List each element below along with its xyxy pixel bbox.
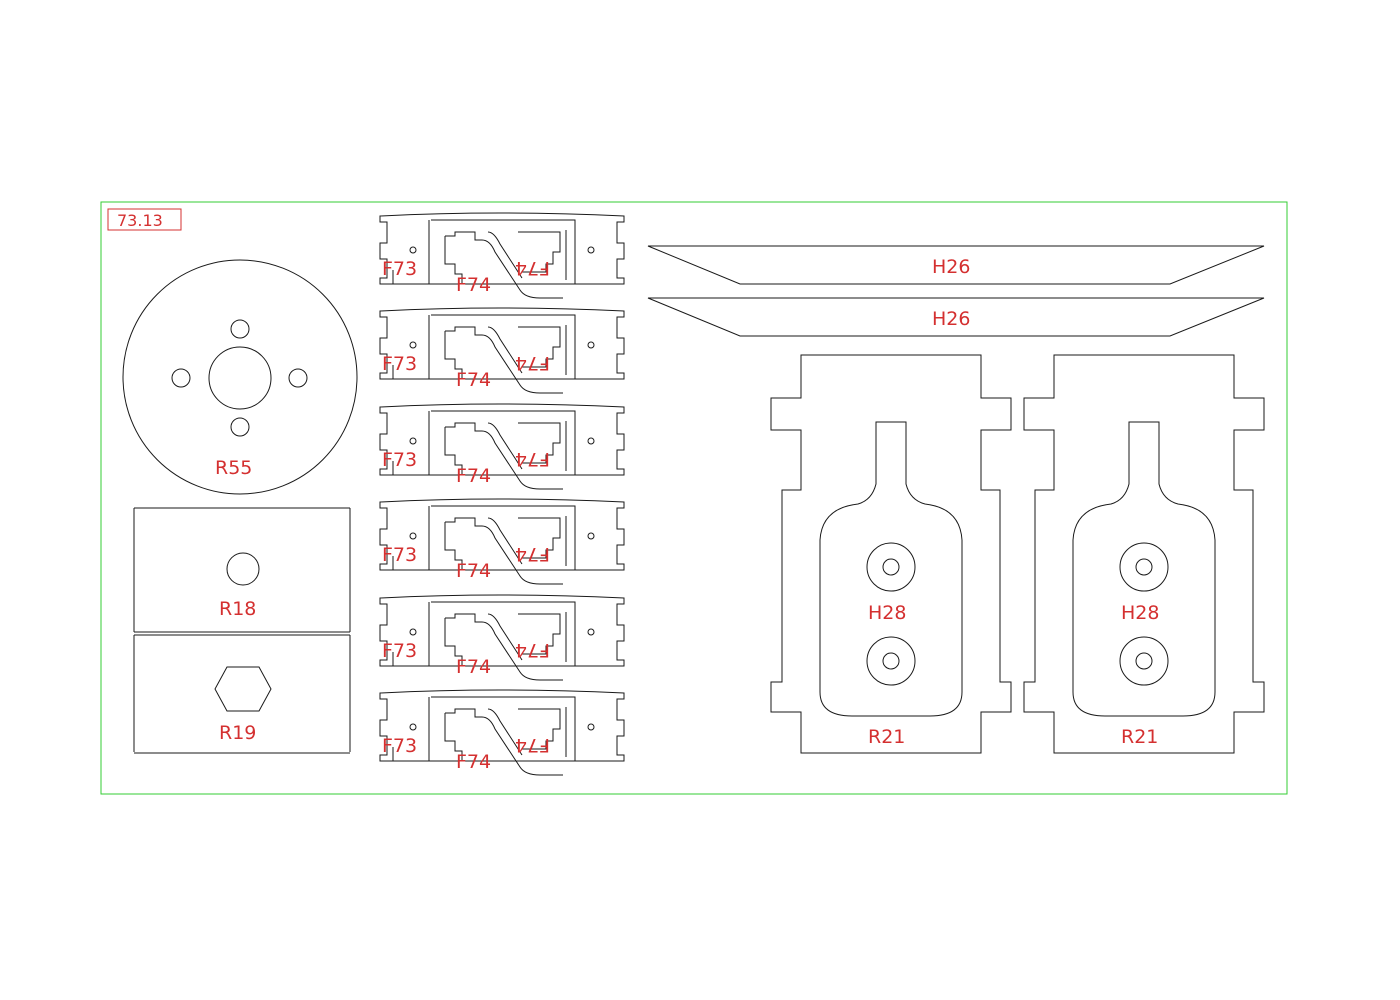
label-f73: F73 xyxy=(382,449,417,471)
label-f73: F73 xyxy=(382,735,417,757)
label-f74: F74 xyxy=(456,274,491,296)
label-h26: H26 xyxy=(932,308,970,330)
label-f73: F73 xyxy=(382,640,417,662)
sheet-id-box xyxy=(107,208,182,231)
label-r19: R19 xyxy=(219,722,256,744)
part-h26: H26 xyxy=(647,245,1265,285)
label-h28: H28 xyxy=(1121,602,1159,624)
label-f73: F73 xyxy=(382,353,417,375)
label-f74-flipped: F74 xyxy=(515,352,550,374)
label-f74: F74 xyxy=(456,560,491,582)
label-f74: F74 xyxy=(456,751,491,773)
label-r21: R21 xyxy=(868,726,905,748)
part-f73-f74-strip: F73 F74 F74 xyxy=(379,594,625,681)
label-h26: H26 xyxy=(932,256,970,278)
sheet-border xyxy=(100,201,1288,795)
label-f73: F73 xyxy=(382,258,417,280)
label-f74-flipped: F74 xyxy=(515,448,550,470)
label-f74-flipped: F74 xyxy=(515,257,550,279)
label-r18: R18 xyxy=(219,598,256,620)
part-h26: H26 xyxy=(647,297,1265,337)
label-f74: F74 xyxy=(456,369,491,391)
label-f74-flipped: F74 xyxy=(515,734,550,756)
part-f73-f74-strip: F73 F74 F74 xyxy=(379,689,625,776)
label-h28: H28 xyxy=(868,602,906,624)
sheet-id: 73.13 xyxy=(117,211,163,230)
label-r21: R21 xyxy=(1121,726,1158,748)
part-r21-frame: H28 R21 xyxy=(770,354,1012,754)
label-f74-flipped: F74 xyxy=(515,543,550,565)
label-f74-flipped: F74 xyxy=(515,639,550,661)
part-f73-f74-strip: F73 F74 F74 xyxy=(379,403,625,490)
label-f74: F74 xyxy=(456,465,491,487)
part-r21-frame: H28 R21 xyxy=(1023,354,1265,754)
label-f73: F73 xyxy=(382,544,417,566)
part-f73-f74-strip: F73 F74 F74 xyxy=(379,498,625,585)
part-f73-f74-strip: F73 F74 F74 xyxy=(379,307,625,394)
label-f74: F74 xyxy=(456,656,491,678)
part-f73-f74-strip: F73 F74 F74 xyxy=(379,212,625,299)
part-r19: R19 xyxy=(133,634,351,754)
part-r18: R18 xyxy=(133,507,351,633)
label-r55: R55 xyxy=(215,457,252,479)
part-r55: R55 xyxy=(122,259,358,495)
